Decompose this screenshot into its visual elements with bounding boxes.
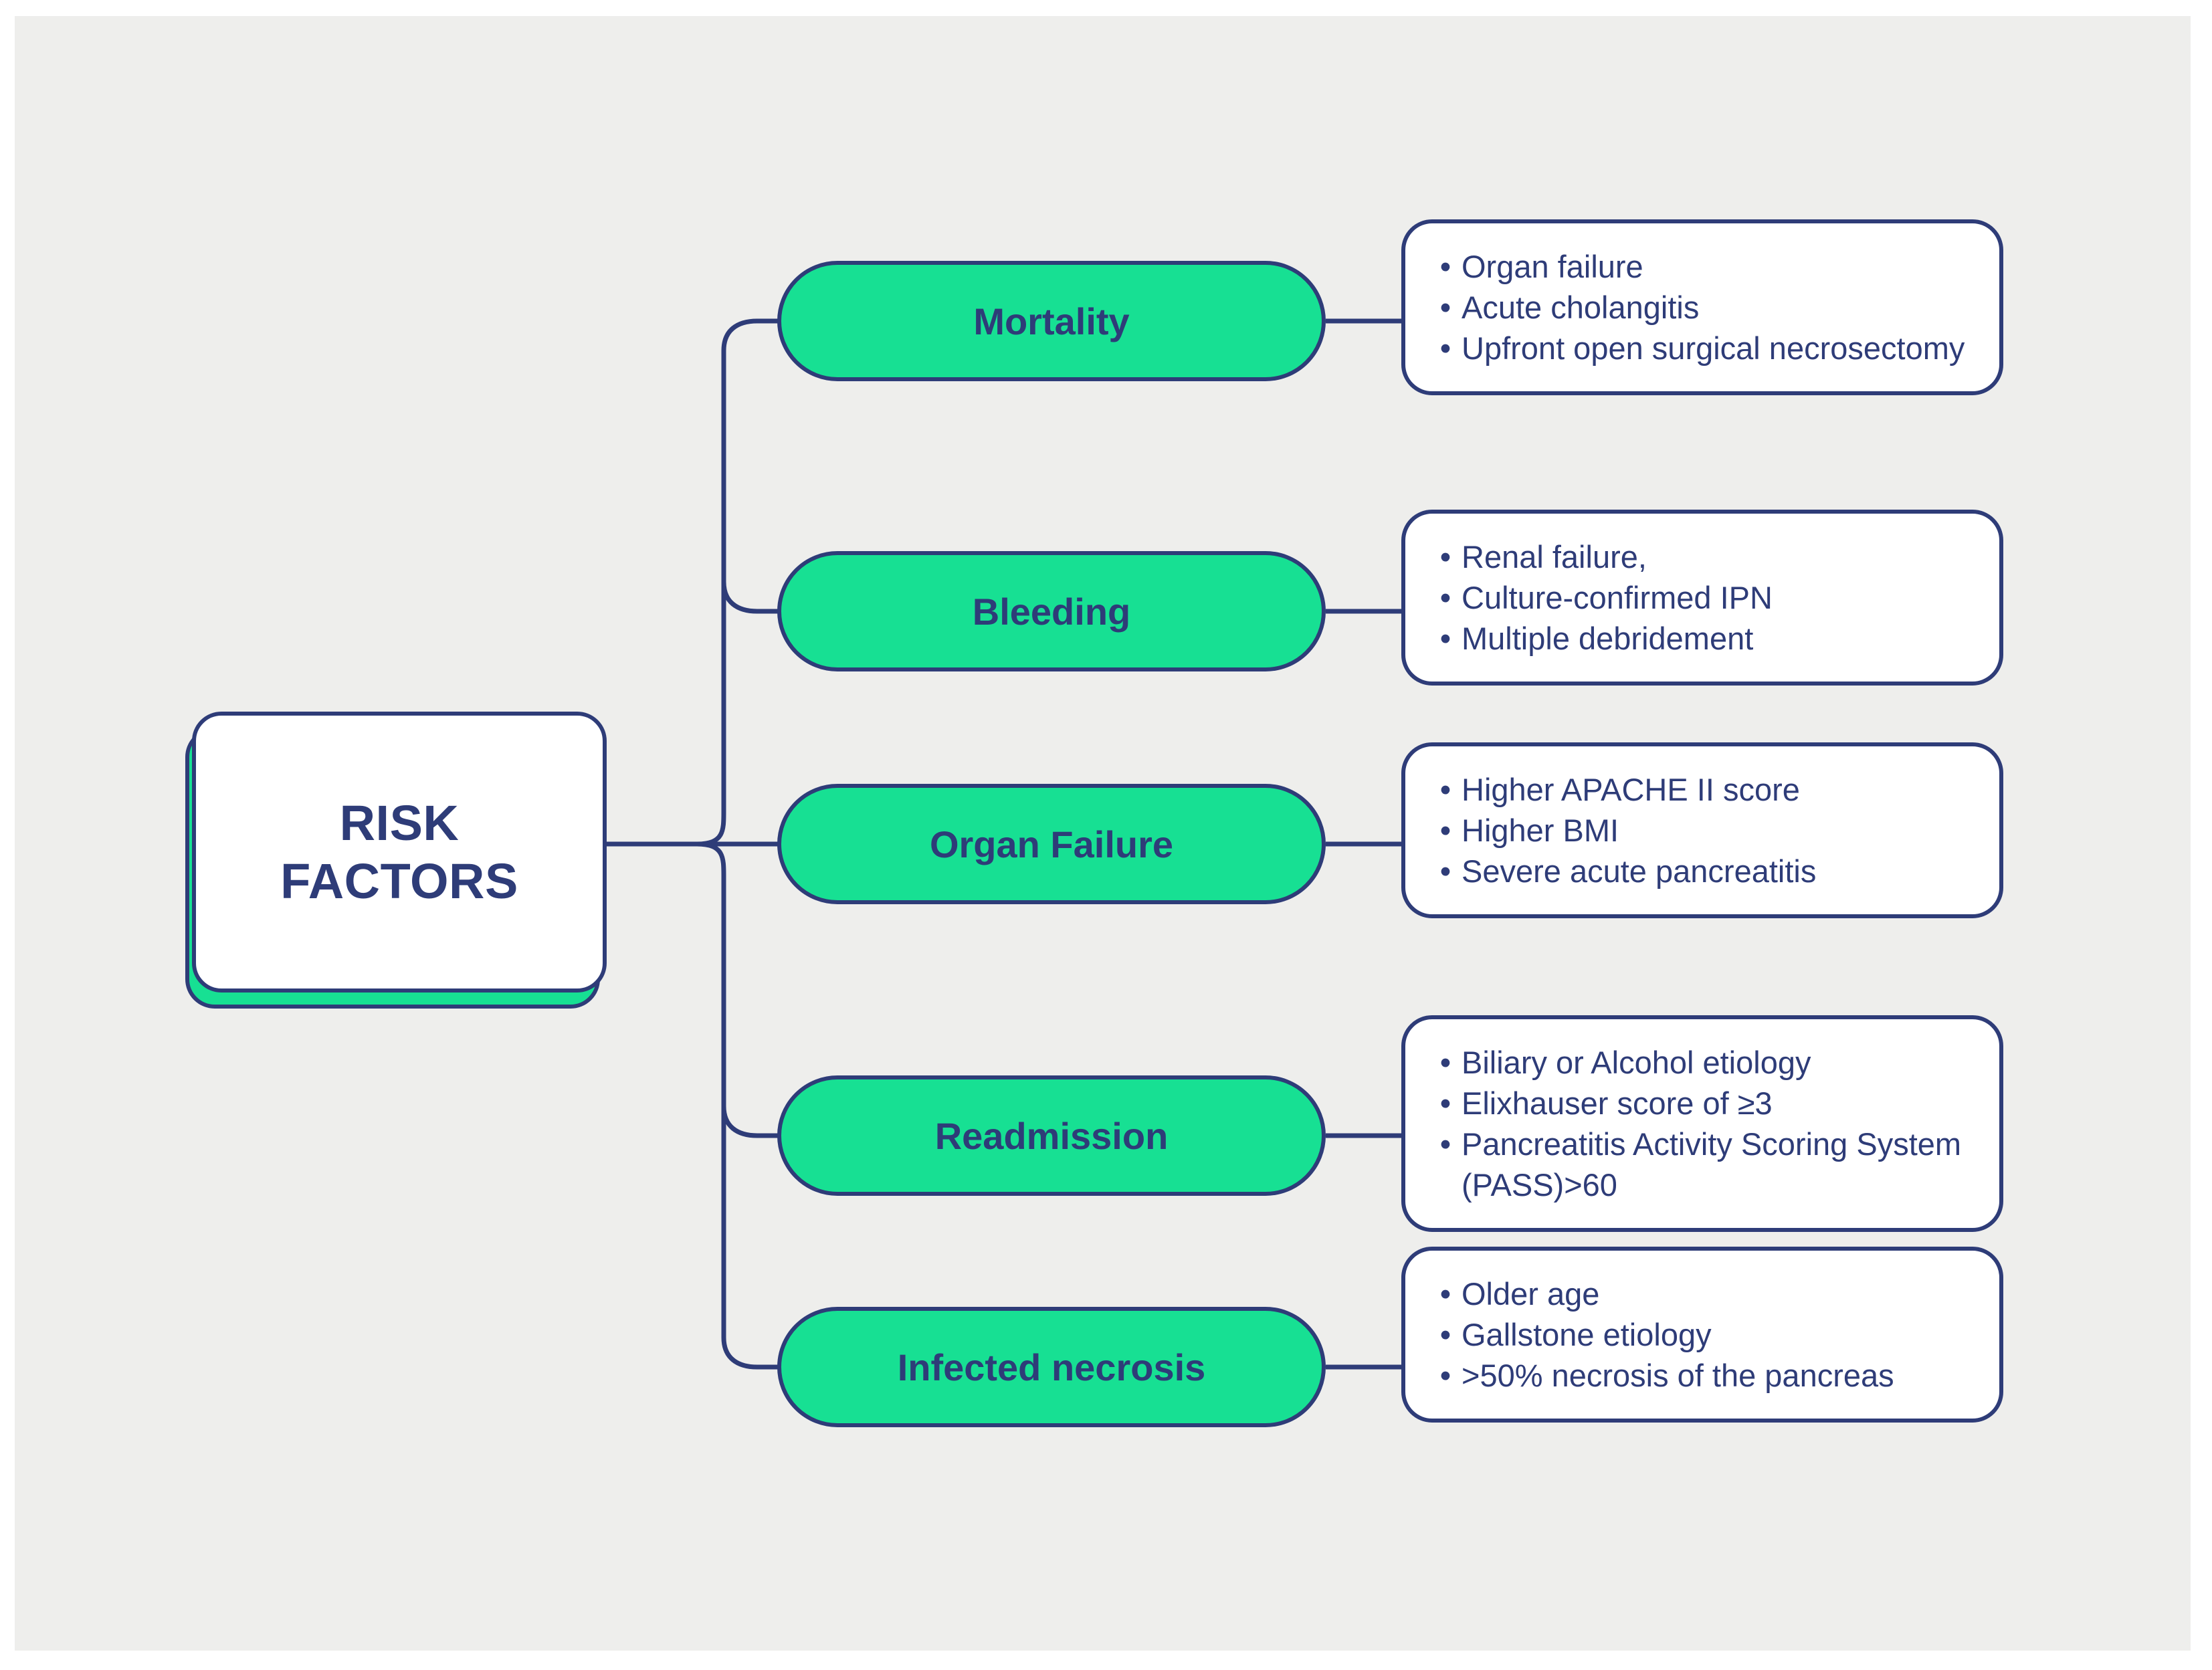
bullet-icon: • <box>1439 1358 1451 1394</box>
detail-item: • Higher APACHE II score <box>1429 769 1973 810</box>
bullet-icon: • <box>1439 1317 1451 1353</box>
bullet-icon: • <box>1439 330 1451 367</box>
detail-box-mortality: • Organ failure • Acute cholangitis • Up… <box>1401 219 2003 396</box>
detail-box-infected-necrosis: • Older age • Gallstone etiology • >50% … <box>1401 1247 2003 1423</box>
detail-text: Pancreatitis Activity Scoring System (PA… <box>1462 1126 1962 1203</box>
detail-text: Culture-confirmed IPN <box>1462 580 1773 616</box>
connector-branch-readmission <box>721 1106 781 1138</box>
detail-text: Higher BMI <box>1462 813 1619 849</box>
branch-pill-readmission[interactable]: Readmission <box>777 1075 1326 1196</box>
bullet-icon: • <box>1439 1045 1451 1080</box>
branch-pill-organ-failure[interactable]: Organ Failure <box>777 784 1326 904</box>
bullet-icon: • <box>1439 621 1451 657</box>
detail-text: Older age <box>1462 1276 1600 1312</box>
branch-pill-bleeding[interactable]: Bleeding <box>777 551 1326 671</box>
connector-branch-mortality <box>696 318 781 847</box>
detail-text: >50% necrosis of the pancreas <box>1462 1358 1894 1394</box>
detail-text: Gallstone etiology <box>1462 1317 1712 1353</box>
bullet-icon: • <box>1439 249 1451 284</box>
bullet-icon: • <box>1439 772 1451 807</box>
detail-item: • Severe acute pancreatitis <box>1429 851 1973 892</box>
detail-item: • Biliary or Alcohol etiology <box>1429 1042 1973 1083</box>
detail-item: • Culture-confirmed IPN <box>1429 577 1973 618</box>
bullet-icon: • <box>1439 813 1451 849</box>
detail-item: • Gallstone etiology <box>1429 1314 1973 1355</box>
bullet-icon: • <box>1439 1085 1451 1122</box>
detail-text: Severe acute pancreatitis <box>1462 853 1817 890</box>
detail-box-bleeding: • Renal failure, • Culture-confirmed IPN… <box>1401 510 2003 686</box>
detail-text: Multiple debridement <box>1462 621 1754 657</box>
detail-list: • Renal failure, • Culture-confirmed IPN… <box>1429 536 1973 659</box>
diagram-canvas: RISK FACTORS Mortality • Organ failure •… <box>15 16 2191 1651</box>
connector-branch-infected-necrosis <box>696 841 781 1370</box>
connector-branch-bleeding <box>721 581 781 614</box>
bullet-icon: • <box>1439 853 1451 890</box>
detail-item: • Elixhauser score of ≥3 <box>1429 1083 1973 1124</box>
branch-pill-label: Infected necrosis <box>897 1346 1206 1388</box>
detail-item: • Upfront open surgical necrosectomy <box>1429 328 1973 369</box>
detail-list: • Biliary or Alcohol etiology • Elixhaus… <box>1429 1042 1973 1205</box>
detail-box-organ-failure: • Higher APACHE II score • Higher BMI • … <box>1401 742 2003 919</box>
branch-pill-label: Mortality <box>973 300 1130 342</box>
detail-text: Upfront open surgical necrosectomy <box>1462 330 1965 367</box>
detail-item: • >50% necrosis of the pancreas <box>1429 1355 1973 1396</box>
detail-text: Acute cholangitis <box>1462 290 1700 326</box>
branch-pill-label: Bleeding <box>972 590 1131 633</box>
detail-text: Organ failure <box>1462 249 1643 284</box>
detail-item: • Acute cholangitis <box>1429 287 1973 328</box>
detail-list: • Higher APACHE II score • Higher BMI • … <box>1429 769 1973 892</box>
bullet-icon: • <box>1439 1276 1451 1312</box>
detail-item: • Organ failure <box>1429 246 1973 287</box>
detail-text: Higher APACHE II score <box>1462 772 1800 807</box>
root-node-label: RISK FACTORS <box>280 795 518 909</box>
detail-item: • Pancreatitis Activity Scoring System (… <box>1429 1124 1973 1205</box>
detail-item: • Higher BMI <box>1429 810 1973 851</box>
bullet-icon: • <box>1439 290 1451 326</box>
bullet-icon: • <box>1439 1126 1451 1162</box>
branch-pill-label: Readmission <box>934 1114 1169 1157</box>
detail-item: • Older age <box>1429 1273 1973 1314</box>
detail-item: • Renal failure, <box>1429 536 1973 577</box>
detail-box-readmission: • Biliary or Alcohol etiology • Elixhaus… <box>1401 1015 2003 1233</box>
branch-pill-mortality[interactable]: Mortality <box>777 261 1326 381</box>
detail-list: • Older age • Gallstone etiology • >50% … <box>1429 1273 1973 1396</box>
bullet-icon: • <box>1439 539 1451 575</box>
detail-item: • Multiple debridement <box>1429 618 1973 659</box>
branch-pill-infected-necrosis[interactable]: Infected necrosis <box>777 1307 1326 1427</box>
root-node-face: RISK FACTORS <box>192 712 607 993</box>
root-node-risk-factors[interactable]: RISK FACTORS <box>185 712 607 1009</box>
branch-pill-label: Organ Failure <box>929 823 1174 865</box>
detail-list: • Organ failure • Acute cholangitis • Up… <box>1429 246 1973 369</box>
detail-text: Biliary or Alcohol etiology <box>1462 1045 1811 1080</box>
bullet-icon: • <box>1439 580 1451 616</box>
detail-text: Elixhauser score of ≥3 <box>1462 1085 1773 1122</box>
detail-text: Renal failure, <box>1462 539 1647 575</box>
